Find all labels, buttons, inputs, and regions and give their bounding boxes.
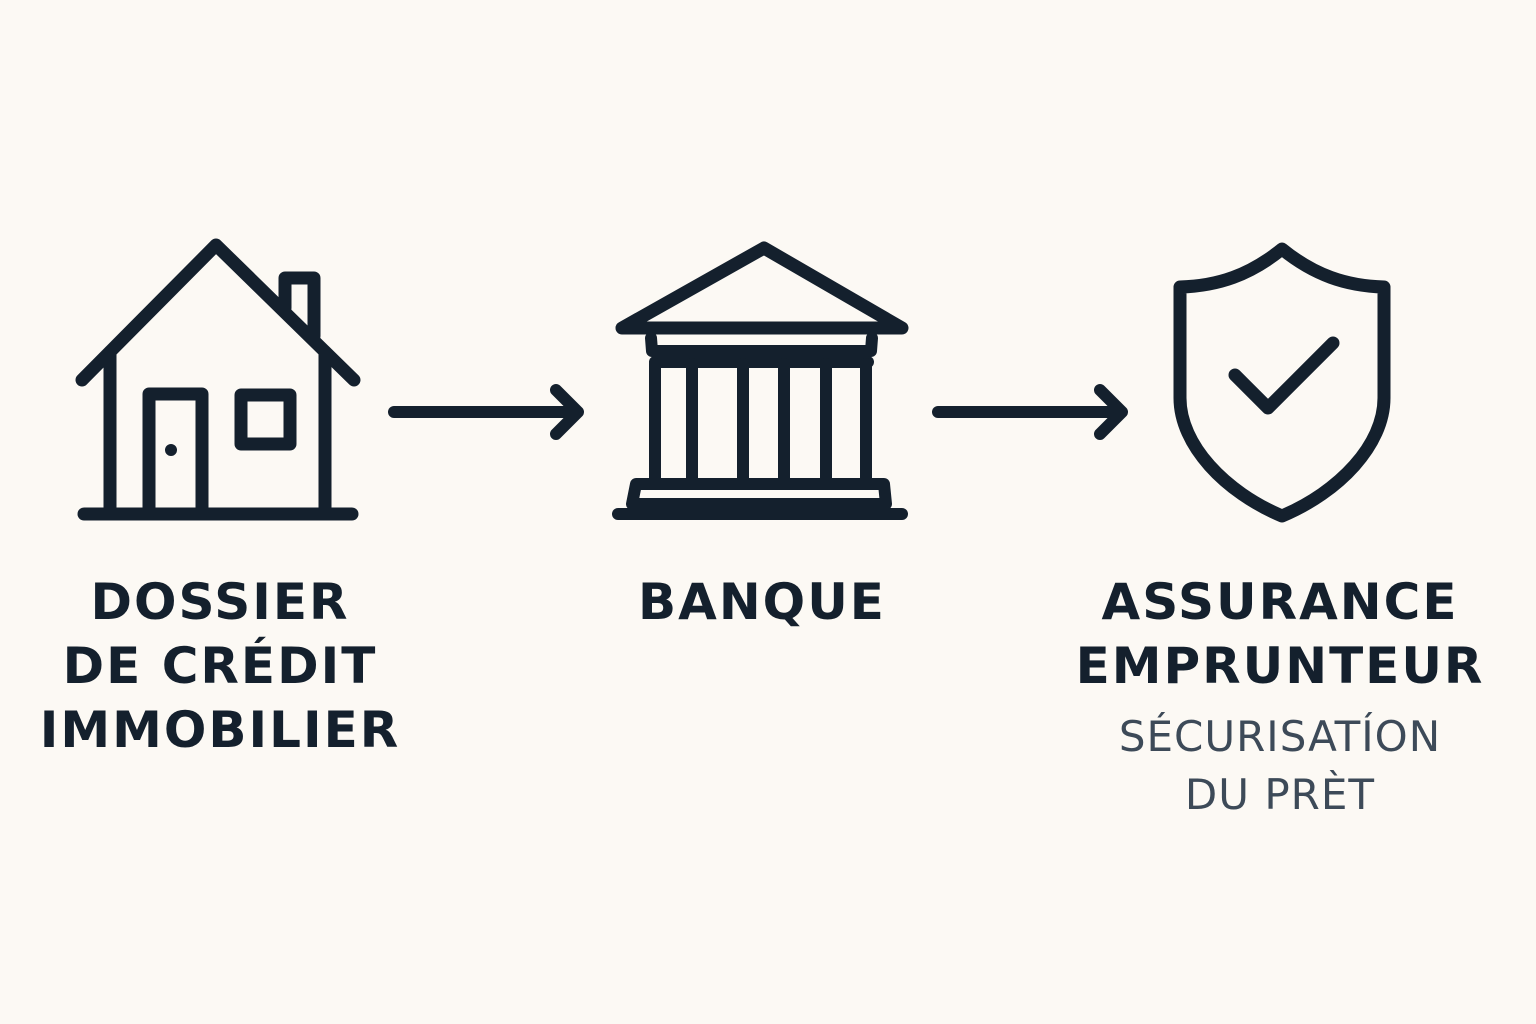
step-label-dossier: DOSSIER DE CRÉDIT IMMOBILIER xyxy=(20,570,420,762)
label-line: DE CRÉDIT xyxy=(62,637,378,695)
label-line: BANQUE xyxy=(638,573,886,631)
label-line: EMPRUNTEUR xyxy=(1075,637,1485,695)
step-sublabel-assurance: SÉCURISATÍON DU PRÈT xyxy=(1080,708,1480,824)
label-line: DOSSIER xyxy=(90,573,350,631)
sublabel-line: DU PRÈT xyxy=(1184,770,1376,819)
label-line: ASSURANCE xyxy=(1101,573,1459,631)
step-label-banque: BANQUE xyxy=(562,570,962,634)
label-line: IMMOBILIER xyxy=(39,701,401,759)
step-label-assurance: ASSURANCE EMPRUNTEUR xyxy=(1060,570,1500,698)
sublabel-line: SÉCURISATÍON xyxy=(1118,712,1442,761)
